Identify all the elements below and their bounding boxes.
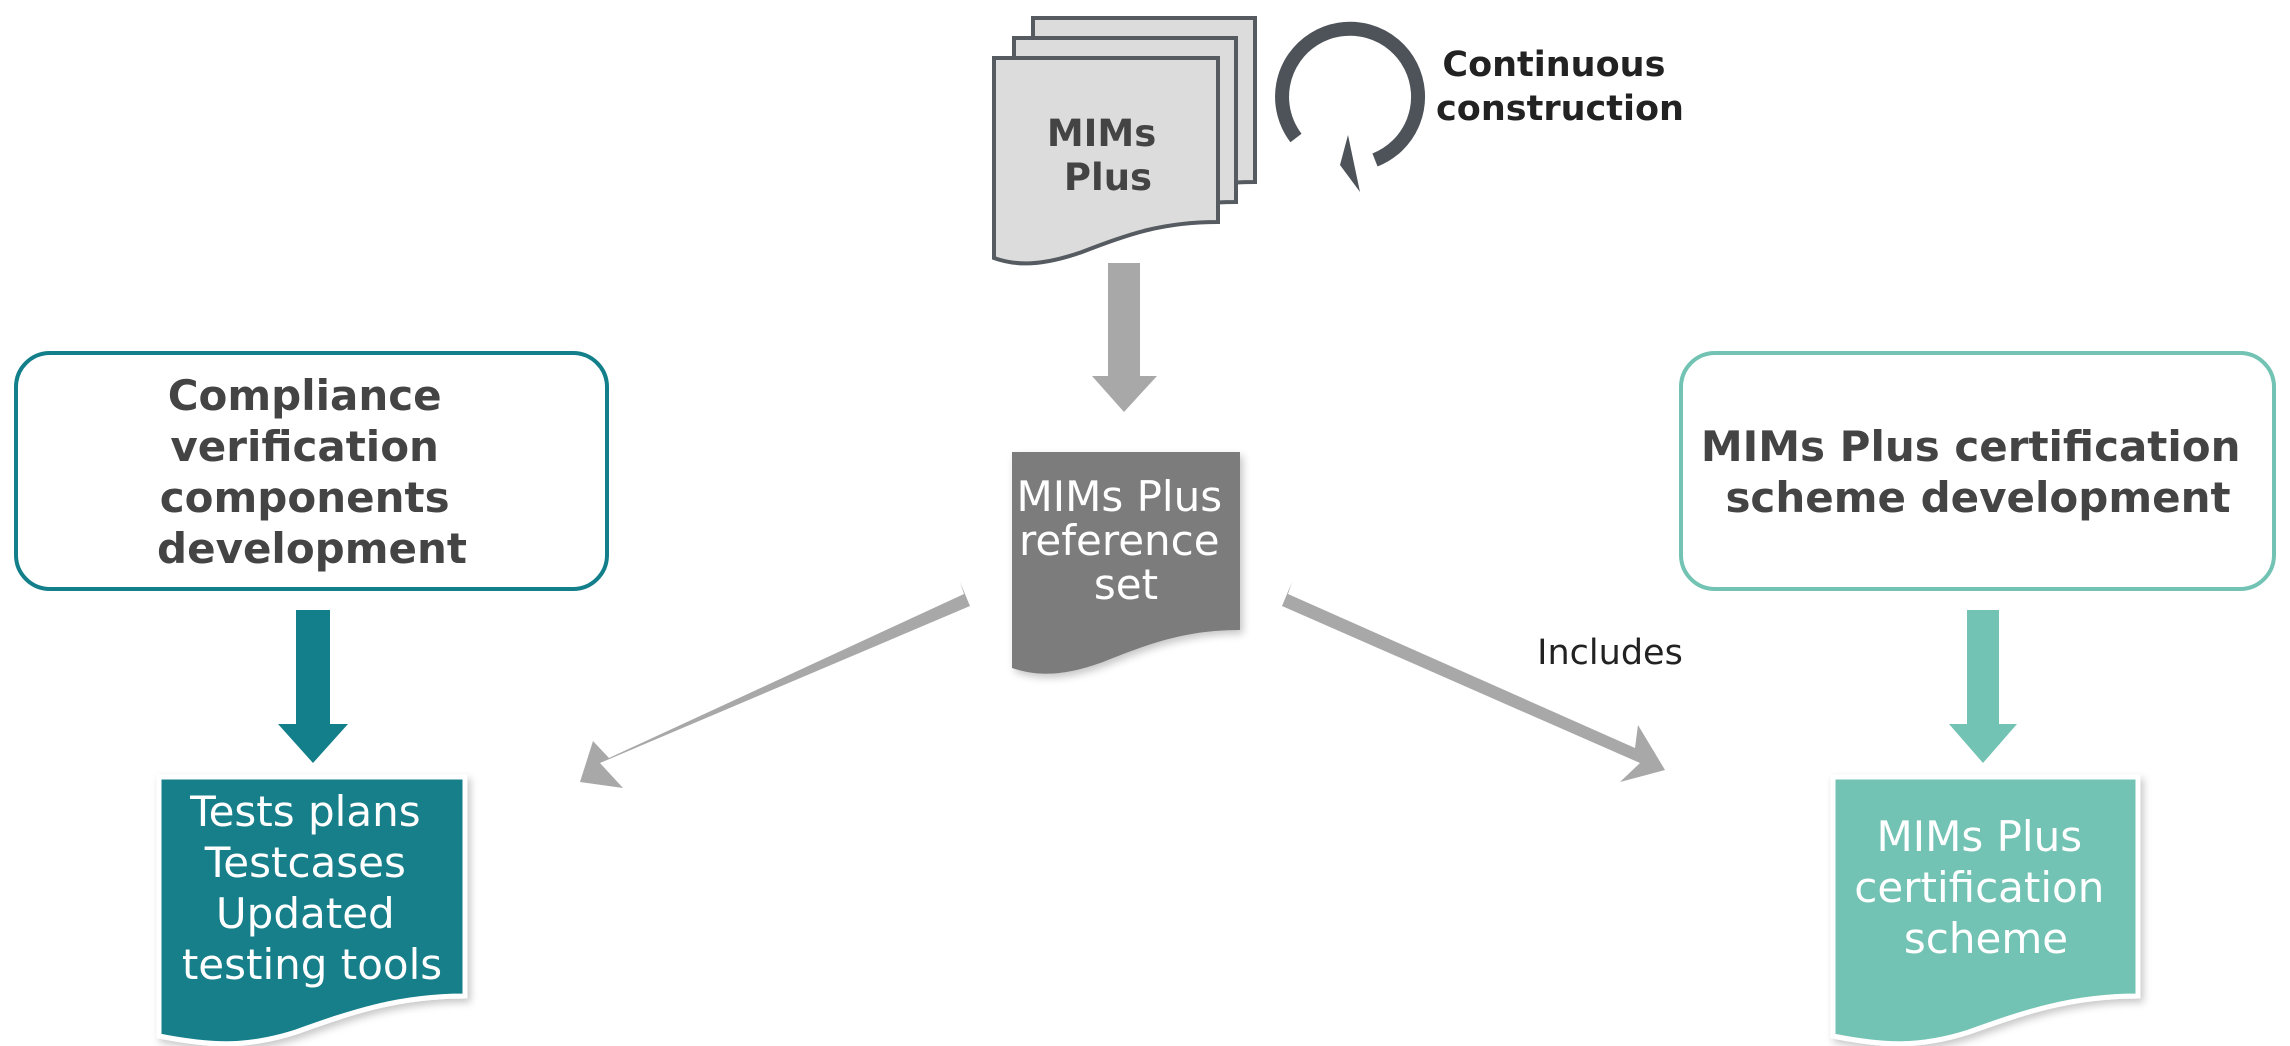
reference-set-shape	[1012, 452, 1240, 674]
compliance-verification-box	[14, 351, 609, 591]
certification-scheme-label: MIMs Plus certification scheme	[1854, 812, 2117, 963]
arrow-stack-to-reference-set	[1092, 263, 1157, 412]
certification-scheme-document	[1830, 774, 2141, 1046]
certification-scheme-shape	[1830, 774, 2141, 1046]
stack-page-front	[992, 56, 1220, 266]
arrow-reference-set-to-left-doc	[580, 582, 970, 788]
arrow-development-to-scheme-doc	[1949, 610, 2017, 763]
arrow-reference-set-to-right-doc	[1282, 582, 1665, 782]
cycle-arrowhead	[1340, 135, 1360, 192]
certification-development-box	[1679, 351, 2276, 591]
tests-plans-shape	[156, 774, 468, 1046]
compliance-verification-label: Compliance verification components devel…	[157, 371, 467, 573]
mims-stack-label: MIMs Plus	[1047, 112, 1169, 199]
arrow-compliance-to-tests-doc	[278, 610, 348, 763]
cycle-arc	[1275, 21, 1426, 167]
circular-arrow-icon	[1275, 21, 1426, 192]
reference-set-label: MIMs Plus reference set	[1017, 472, 1236, 609]
reference-set-document	[1012, 452, 1240, 674]
continuous-construction-label: Continuous construction	[1436, 45, 1684, 129]
tests-plans-label: Tests plans Testcases Updated testing to…	[182, 787, 442, 989]
mims-plus-document-stack: MIMs Plus	[992, 16, 1257, 266]
certification-development-label: MIMs Plus certification scheme developme…	[1701, 422, 2255, 522]
tests-plans-document	[156, 774, 468, 1046]
includes-label: Includes	[1537, 633, 1683, 673]
